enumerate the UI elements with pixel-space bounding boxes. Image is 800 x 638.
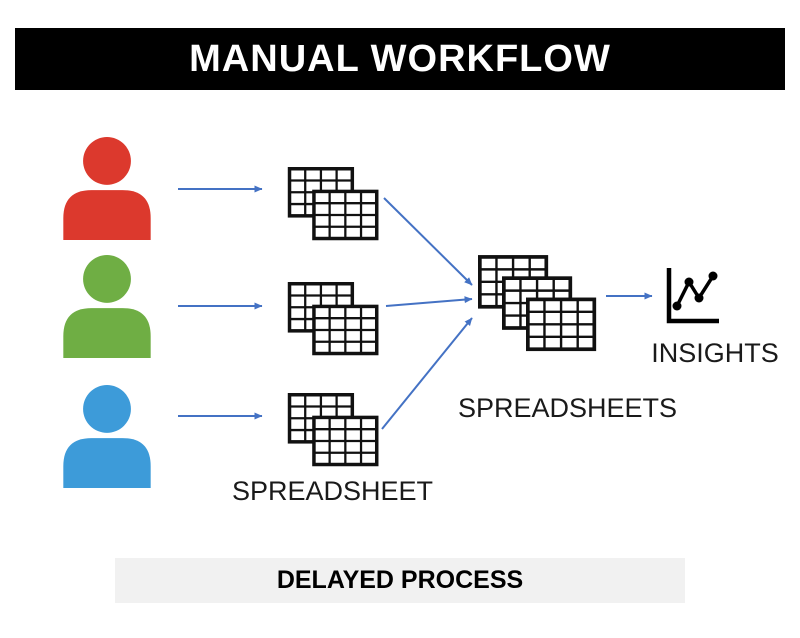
spreadsheet-stack-icon-top (287, 167, 381, 242)
line-chart-icon (660, 264, 724, 328)
delayed-process-banner: DELAYED PROCESS (115, 558, 685, 603)
title-banner: MANUAL WORKFLOW (15, 28, 785, 90)
spreadsheet-label: SPREADSHEET (231, 476, 434, 506)
footer-label: DELAYED PROCESS (276, 566, 524, 594)
insights-label: INSIGHTS (651, 338, 779, 368)
person-green-icon (55, 254, 159, 358)
arrow-sheet-middle-to-merge (385, 296, 473, 307)
page-title: MANUAL WORKFLOW (189, 37, 611, 80)
spreadsheets-merged-stack-icon (478, 255, 598, 353)
spreadsheet-stack-icon-middle (287, 282, 381, 357)
person-red-icon (55, 136, 159, 240)
spreadsheets-label: SPREADSHEETS (457, 393, 678, 423)
spreadsheet-stack-icon-bottom (287, 393, 381, 468)
arrow-sheet-top-to-merge (383, 197, 473, 286)
person-blue-icon (55, 384, 159, 488)
